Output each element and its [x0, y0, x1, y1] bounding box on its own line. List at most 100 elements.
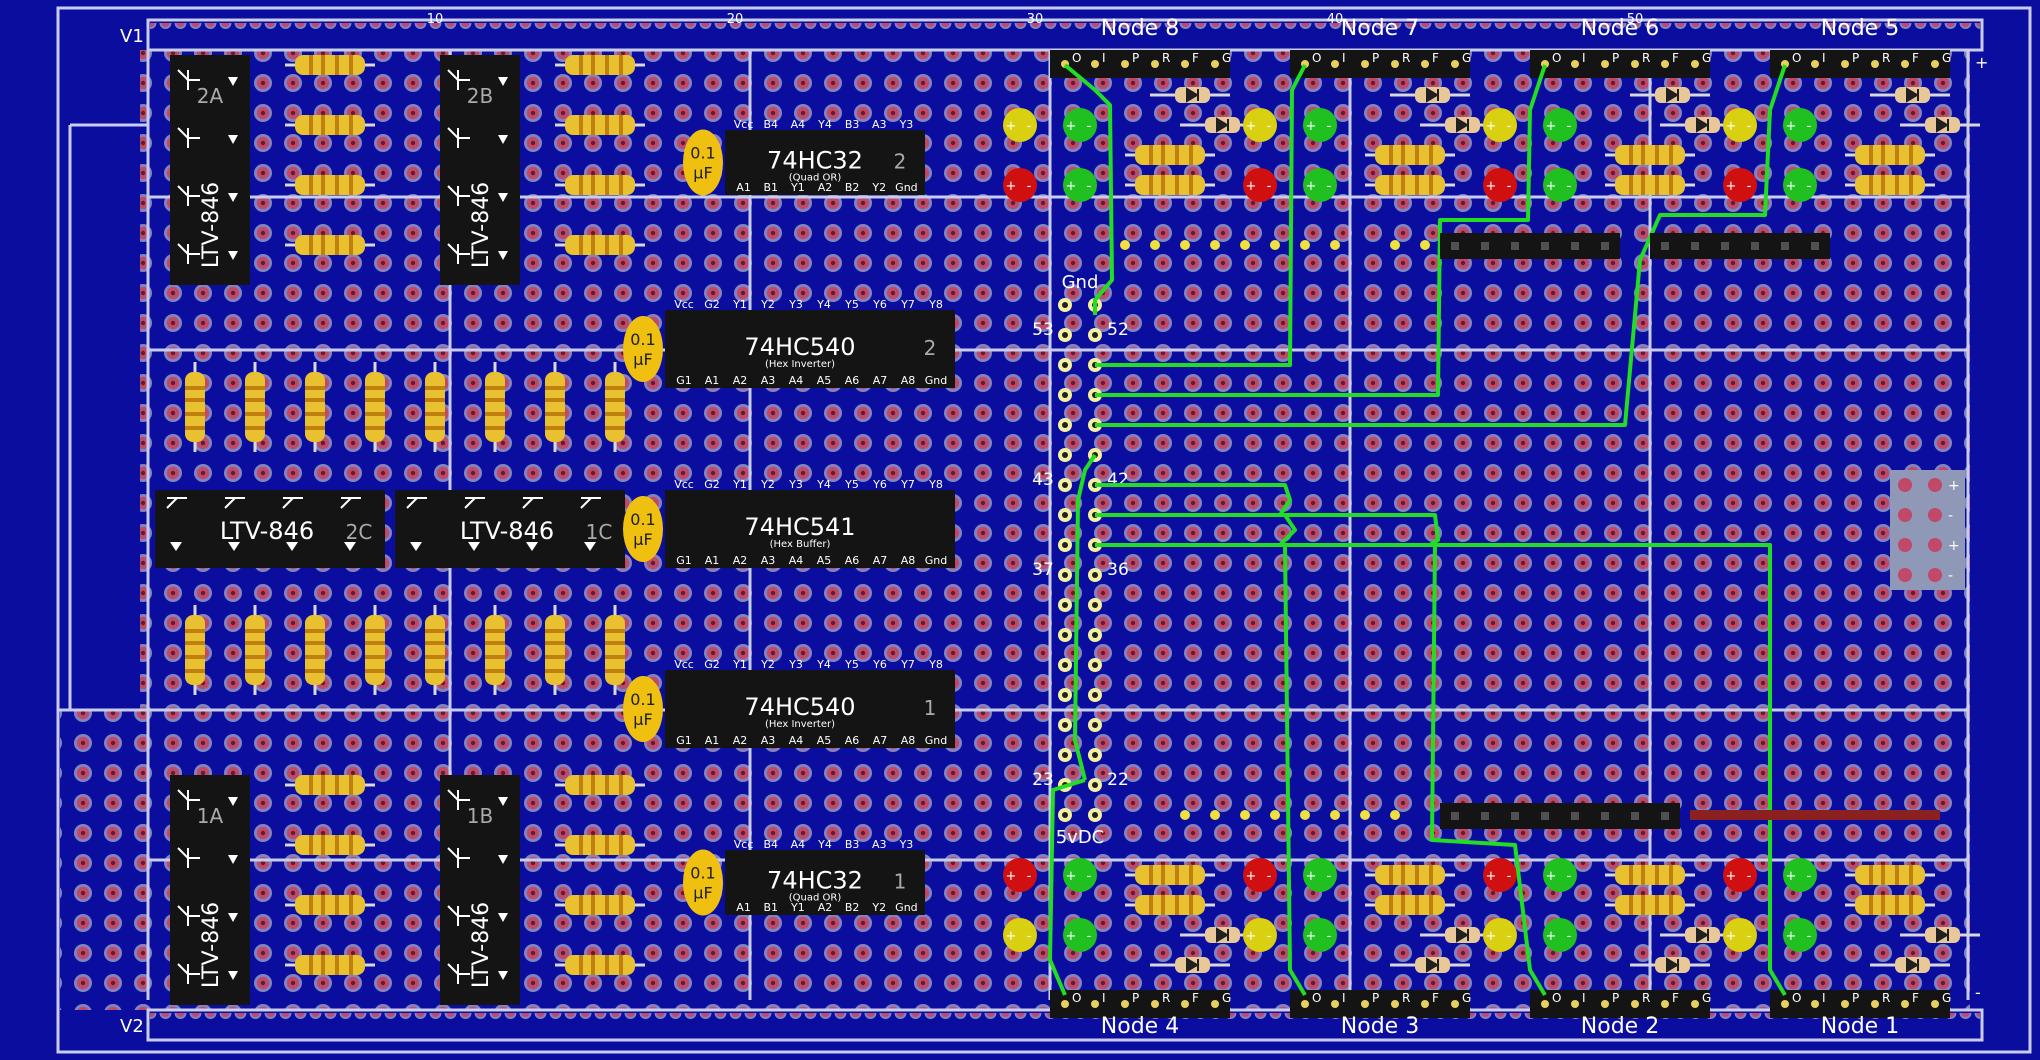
- pad-dot: [1150, 240, 1160, 250]
- wire-gnd-center: [1073, 453, 1097, 781]
- chip-pin-label: A5: [817, 734, 832, 747]
- svg-text:+: +: [1786, 869, 1797, 884]
- svg-text:-: -: [1087, 119, 1092, 134]
- resistor: [425, 362, 445, 452]
- node-pin-label: F: [1672, 51, 1679, 65]
- wire-node7: [1095, 64, 1307, 367]
- pad-dot: [1270, 240, 1280, 250]
- node-pin-label: P: [1132, 51, 1139, 65]
- node-pin-label: O: [1792, 991, 1801, 1005]
- svg-text:+: +: [1066, 119, 1077, 134]
- led-green: +-: [1543, 168, 1577, 202]
- led-red: +-: [1003, 168, 1037, 202]
- node-pin-label: O: [1072, 991, 1081, 1005]
- svg-text:-: -: [1027, 929, 1032, 944]
- svg-text:+: +: [1486, 869, 1497, 884]
- chip-pin-label: A5: [817, 374, 832, 387]
- svg-text:-: -: [1747, 869, 1752, 884]
- node-pin: [1211, 1000, 1219, 1008]
- node-pin: [1451, 60, 1459, 68]
- svg-text:+: +: [1246, 929, 1257, 944]
- capacitor-unit: µF: [633, 530, 652, 549]
- column-number-20: 20: [727, 12, 744, 27]
- node-pin-label: R: [1162, 51, 1170, 65]
- svg-text:-: -: [1507, 869, 1512, 884]
- resistor: [555, 775, 645, 795]
- svg-text:+: +: [1066, 869, 1077, 884]
- diode: [1630, 957, 1710, 973]
- svg-text:-: -: [1567, 179, 1572, 194]
- svg-text:+: +: [1726, 119, 1737, 134]
- chip-pin-label: Gnd: [895, 901, 917, 914]
- chip-pin-label: G1: [676, 554, 692, 567]
- capacitor-value: 0.1: [630, 690, 655, 709]
- chip-name: 74HC540: [744, 333, 855, 361]
- node-pin-label: G: [1702, 51, 1711, 65]
- node-pin-label: P: [1612, 51, 1619, 65]
- svg-text:-: -: [1567, 869, 1572, 884]
- led-green: +-: [1783, 858, 1817, 892]
- header-strip: [1440, 803, 1680, 829]
- diode: [1390, 87, 1470, 103]
- wire-node5: [1095, 64, 1787, 427]
- node-pin: [1661, 60, 1669, 68]
- chip-pin-label: Y3: [788, 658, 803, 671]
- node-pin-label: O: [1552, 51, 1561, 65]
- resistor: [285, 955, 375, 975]
- chip-pin-label: A2: [733, 374, 748, 387]
- led-green: +-: [1783, 168, 1817, 202]
- node-pin: [1331, 1000, 1339, 1008]
- wire-node1: [1095, 543, 1787, 997]
- resistor: [1125, 145, 1215, 165]
- chip-number: 1: [894, 870, 907, 894]
- wire-node6: [1095, 64, 1547, 397]
- svg-text:-: -: [1567, 929, 1572, 944]
- chip-pin-label: Vcc: [674, 298, 694, 311]
- node-pin-label: O: [1072, 51, 1081, 65]
- node-pin: [1451, 1000, 1459, 1008]
- svg-text:-: -: [1747, 929, 1752, 944]
- chip-pin-label: Y2: [760, 478, 775, 491]
- node-pin: [1541, 1000, 1549, 1008]
- header-strips: [1120, 233, 1940, 829]
- optocoupler-label: LTV-846: [220, 517, 314, 545]
- chip-pin-label: A8: [901, 554, 916, 567]
- resistor: [285, 55, 375, 75]
- led-green: +-: [1543, 918, 1577, 952]
- chip-pin-label: B2: [845, 181, 860, 194]
- resistor: [1605, 865, 1695, 885]
- chip-pin-label: Y1: [790, 181, 805, 194]
- led-red: +-: [1243, 168, 1277, 202]
- chip-pin-label: A5: [817, 554, 832, 567]
- resistor: [285, 115, 375, 135]
- node-title: Node 8: [1101, 16, 1179, 41]
- column-number-40: 40: [1327, 12, 1344, 27]
- resistor: [285, 775, 375, 795]
- svg-text:+: +: [1546, 929, 1557, 944]
- chip-pin-label: Y6: [872, 298, 887, 311]
- node-pin-label: R: [1402, 991, 1410, 1005]
- node-pin: [1811, 60, 1819, 68]
- chip-pin-label: Y4: [816, 478, 831, 491]
- node-pin: [1361, 1000, 1369, 1008]
- resistor: [245, 362, 265, 452]
- wire-node4: [1048, 778, 1086, 996]
- node-pin-label: F: [1912, 51, 1919, 65]
- node-pin-label: R: [1642, 51, 1650, 65]
- rail-top: [150, 23, 1980, 47]
- resistor: [1845, 145, 1935, 165]
- node-pin: [1331, 60, 1339, 68]
- resistor: [185, 362, 205, 452]
- led-green: +-: [1303, 858, 1337, 892]
- chip-pin-label: Y3: [788, 298, 803, 311]
- svg-text:-: -: [1327, 179, 1332, 194]
- chip-pin-label: Y1: [732, 658, 747, 671]
- chip-pin-label: A2: [733, 554, 748, 567]
- chip-pin-label: Gnd: [925, 734, 947, 747]
- svg-text:-: -: [1747, 179, 1752, 194]
- capacitor-value: 0.1: [630, 330, 655, 349]
